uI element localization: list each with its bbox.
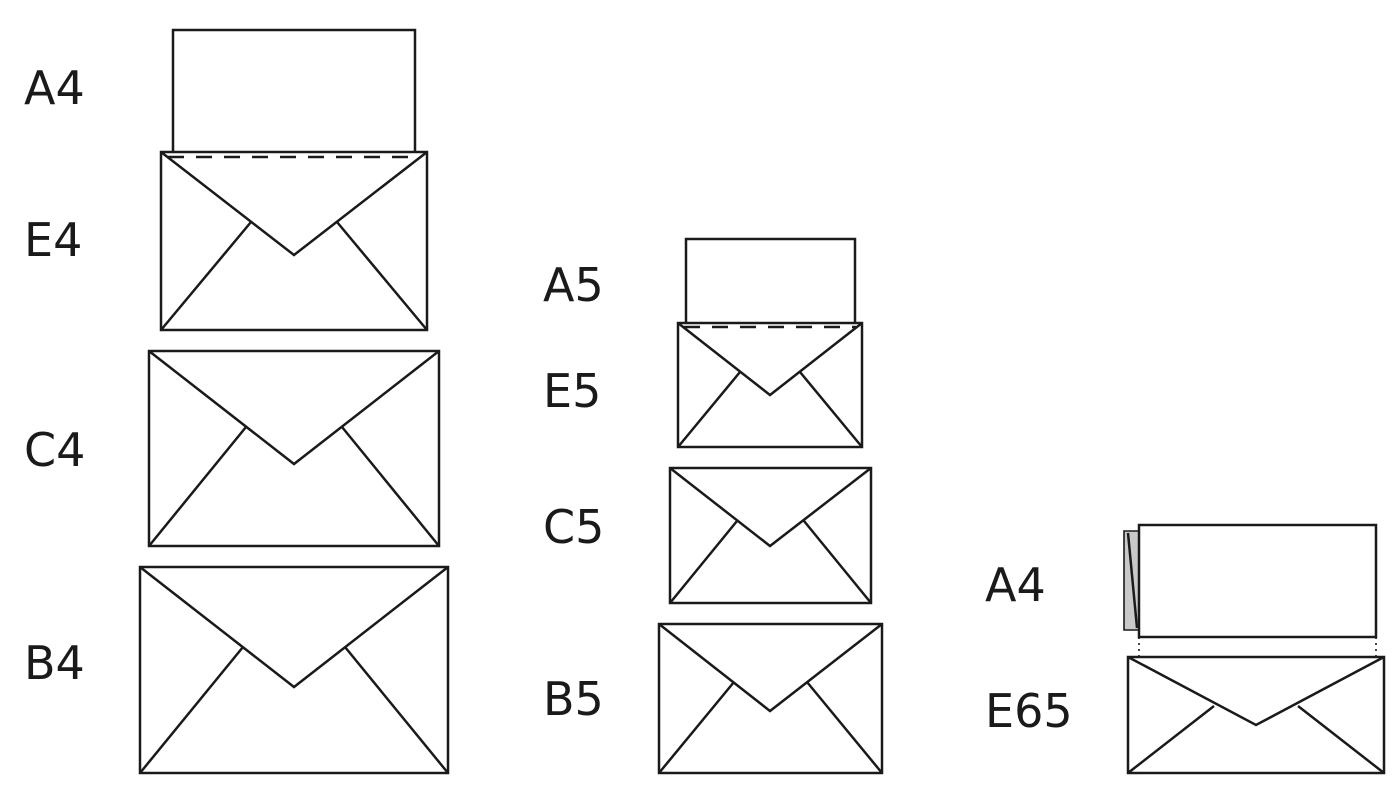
folded-a4-sheet <box>1123 523 1378 639</box>
e65-envelope <box>1126 655 1386 775</box>
label-c5: C5 <box>543 500 604 554</box>
label-e65: E65 <box>985 684 1073 738</box>
label-c4: C4 <box>24 423 85 477</box>
b5-envelope <box>657 622 884 775</box>
c5-envelope <box>668 466 873 605</box>
group-5: A5 E5 C5 B5 <box>543 237 884 775</box>
label-a5: A5 <box>543 258 604 312</box>
e4-envelope <box>159 150 429 332</box>
b4-envelope <box>138 565 450 775</box>
label-e5: E5 <box>543 364 601 418</box>
a5-sheet <box>684 237 857 329</box>
c4-envelope <box>147 349 441 548</box>
e5-envelope <box>676 321 864 449</box>
label-a4: A4 <box>24 61 85 115</box>
a4-sheet <box>171 28 417 160</box>
group-65: A4 E65 <box>985 523 1386 775</box>
label-b4: B4 <box>24 636 85 690</box>
label-e4: E4 <box>24 213 82 267</box>
group-4: A4 E4 C4 B4 <box>24 28 450 775</box>
label-b5: B5 <box>543 672 604 726</box>
label-a4-folded: A4 <box>985 558 1046 612</box>
